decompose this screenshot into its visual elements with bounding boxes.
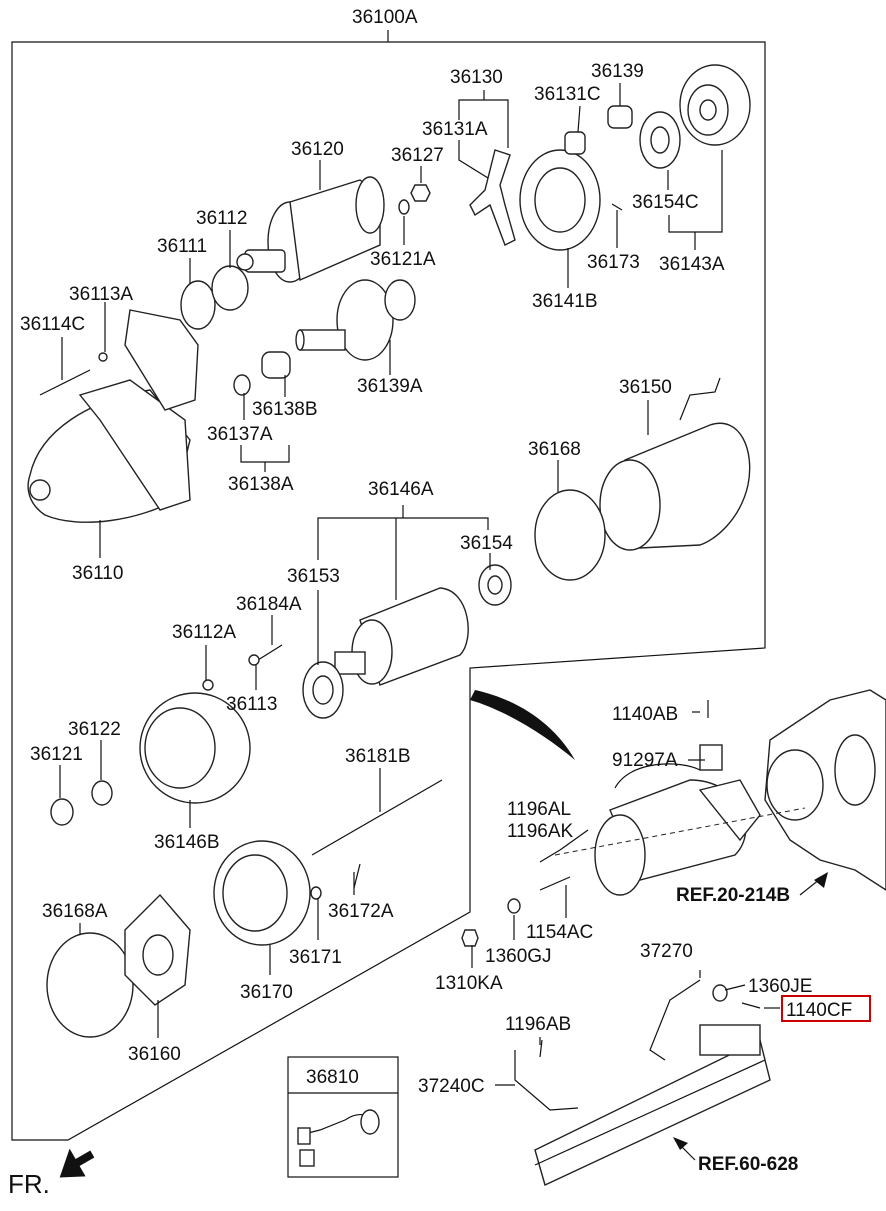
label-36111: 36111 (157, 236, 207, 257)
label-36139: 36139 (591, 61, 644, 82)
ref-label-frame: REF.60-628 (698, 1154, 798, 1175)
label-1360je: 1360JE (748, 976, 812, 997)
label-36131a: 36131A (422, 119, 488, 140)
label-1310ka: 1310KA (435, 973, 503, 994)
label-1140ab: 1140AB (612, 704, 678, 725)
engine-block-drawing (764, 689, 886, 891)
highlight-box-1140cf (781, 995, 871, 1022)
label-36112: 36112 (196, 208, 247, 229)
label-36173: 36173 (587, 252, 640, 273)
cable-37270-drawing (649, 979, 701, 1061)
label-assembly: 36100A (352, 7, 418, 28)
label-36154c: 36154C (632, 192, 699, 213)
label-36168a: 36168A (42, 901, 108, 922)
o-ring-36168a-drawing (46, 932, 134, 1038)
label-1140cf: 1140CF (786, 1000, 852, 1021)
assembly-boundary (11, 30, 766, 1141)
label-37240c: 37240C (418, 1076, 485, 1097)
washer-36121a-drawing (398, 199, 410, 215)
label-36146b: 36146B (154, 832, 220, 853)
ref-label-engine: REF.20-214B (676, 885, 790, 906)
label-36171: 36171 (289, 947, 342, 968)
label-1360gj: 1360GJ (485, 946, 552, 967)
label-36170: 36170 (240, 982, 293, 1003)
bolt-36114c-drawing (39, 369, 91, 396)
label-36112a: 36112A (172, 622, 236, 643)
cable-37240c-drawing (514, 1050, 579, 1111)
bushing-36139-drawing (607, 105, 633, 129)
yoke-36150-drawing (599, 377, 751, 551)
label-36113: 36113 (226, 694, 277, 715)
label-36172a: 36172A (328, 901, 394, 922)
bushing-36131c-drawing (564, 131, 586, 155)
label-36154: 36154 (460, 533, 513, 554)
label-36114c: 36114C (20, 314, 85, 335)
solenoid-drawing (236, 176, 385, 283)
screw-36172a-drawing (353, 863, 361, 889)
rear-cover-36146b-drawing (139, 692, 251, 804)
label-36139a: 36139A (357, 376, 423, 397)
label-36131c: 36131C (534, 84, 601, 105)
part-drawings (27, 64, 886, 1186)
cover-36141b-drawing (519, 149, 601, 251)
frame-rail-drawing (534, 1024, 771, 1186)
label-36138a: 36138A (228, 474, 294, 495)
label-36181b: 36181B (345, 746, 411, 767)
pinion-36139a-drawing (295, 279, 416, 361)
nut-36127-drawing (410, 184, 431, 202)
mount-dashed-line (554, 807, 806, 856)
label-37270: 37270 (640, 941, 693, 962)
label-1196ab: 1196AB (505, 1014, 571, 1035)
through-bolt-36181b-drawing (311, 779, 443, 856)
label-36121a: 36121A (370, 249, 436, 270)
label-36160: 36160 (128, 1044, 181, 1065)
label-91297a: 91297A (612, 750, 678, 771)
label-36122: 36122 (68, 719, 121, 740)
washer-36112-drawing (211, 265, 249, 311)
ring-36137a-drawing (233, 374, 251, 396)
label-36141b: 36141B (532, 291, 598, 312)
installed-starter-drawing (461, 700, 761, 947)
washer-36122-drawing (91, 780, 113, 806)
label-36138b: 36138B (252, 399, 318, 420)
fr-arrow-icon (59, 1148, 95, 1178)
label-36137a: 36137A (207, 424, 273, 445)
label-36153: 36153 (287, 566, 340, 587)
label-36120: 36120 (291, 139, 344, 160)
nut-36112a-drawing (202, 679, 214, 691)
o-ring-36168-drawing (534, 489, 606, 581)
leader-lines (59, 83, 828, 1161)
rear-housing-36170-drawing (213, 840, 311, 946)
screw-36184a-drawing (257, 644, 283, 661)
label-36121: 36121 (30, 744, 83, 765)
label-36143a: 36143A (659, 254, 725, 275)
washer-36111-drawing (180, 280, 216, 330)
pin-36173-drawing (611, 203, 623, 211)
harness-box-36810 (287, 1056, 399, 1178)
label-36113a: 36113A (69, 284, 133, 305)
bushing-36138b-drawing (261, 351, 291, 379)
housing-36110-drawing (27, 309, 199, 523)
label-36810: 36810 (306, 1067, 359, 1088)
label-36127: 36127 (391, 145, 444, 166)
lever-drawing (469, 149, 516, 246)
label-36168: 36168 (528, 439, 581, 460)
label-36110: 36110 (72, 563, 123, 584)
armature-36146a-drawing (302, 564, 512, 719)
label-1154ac: 1154AC (526, 922, 593, 943)
labels: 36100A 36130 36139 36131C 36131A 36120 3… (8, 7, 852, 1199)
label-36130: 36130 (450, 67, 503, 88)
washer-36121-drawing (50, 798, 74, 826)
direction-wedge (470, 690, 575, 760)
label-36184a: 36184A (236, 594, 302, 615)
housing-36143a-drawing (679, 64, 751, 146)
label-36146a: 36146A (368, 479, 434, 500)
fr-label: FR. (8, 1169, 50, 1199)
brush-holder-36160-drawing (124, 893, 191, 1006)
label-36150: 36150 (619, 377, 672, 398)
washer-36171-drawing (310, 886, 322, 900)
label-1196al: 1196AL (507, 799, 571, 820)
label-1196ak: 1196AK (507, 821, 574, 842)
